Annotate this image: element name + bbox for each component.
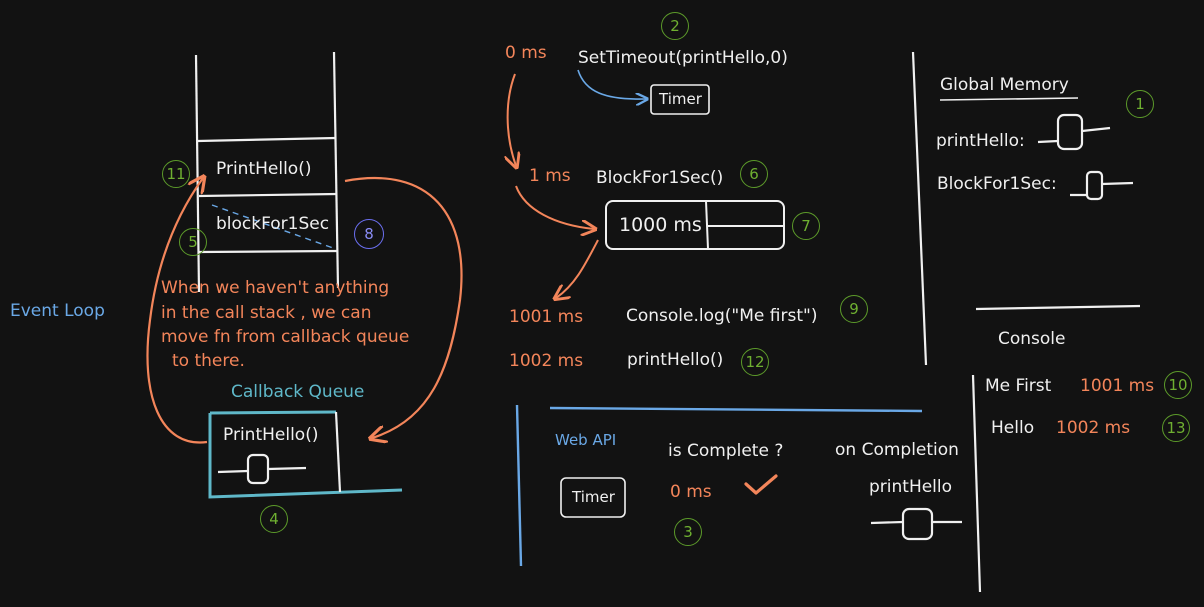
web-api-is-complete-header: is Complete ? [668, 441, 784, 461]
arrow-settimeout-to-timer [577, 69, 646, 99]
block-box-label: 1000 ms [619, 214, 702, 236]
step-badge-4: 4 [260, 505, 288, 533]
web-api-left-line [515, 404, 523, 567]
code-block-for-1sec: BlockFor1Sec() [596, 168, 724, 188]
callback-fn-symbol [870, 507, 962, 541]
code-print-hello: printHello() [627, 350, 724, 370]
arrow-block-to-1001 [556, 239, 599, 298]
arrow-stack-to-queue [344, 176, 463, 438]
event-loop-label: Event Loop [10, 301, 105, 321]
console-line-hello: Hello [991, 418, 1035, 438]
event-loop-note-line-1: When we haven't anything [161, 278, 390, 298]
arrow-0ms-to-1ms [508, 73, 516, 166]
console-top-line [975, 304, 1141, 311]
web-api-on-completion-header: on Completion [835, 440, 959, 460]
code-set-timeout: SetTimeout(printHello,0) [578, 48, 788, 68]
step-badge-10: 10 [1164, 371, 1192, 399]
global-memory-title: Global Memory [940, 75, 1069, 95]
step-badge-3: 3 [674, 518, 702, 546]
callback-queue-box [208, 410, 403, 499]
step-badge-7: 7 [792, 212, 820, 240]
event-loop-note-line-2: in the call stack , we can [161, 303, 372, 323]
console-divider [971, 374, 982, 593]
console-line-me-first: Me First [985, 376, 1052, 396]
code-console-log: Console.log("Me first") [626, 306, 818, 326]
web-api-title: Web API [555, 431, 617, 449]
web-api-timer-box [560, 477, 626, 518]
step-badge-2: 2 [661, 12, 689, 40]
step-badge-5: 5 [179, 228, 207, 256]
memory-entry-print-hello: printHello: [936, 131, 1025, 151]
timer-box [650, 84, 710, 115]
block-fn-symbol [1070, 170, 1134, 201]
step-badge-6: 6 [740, 160, 768, 188]
callback-queue-item: PrintHello() [223, 425, 319, 445]
event-loop-note-line-4: to there. [172, 351, 245, 371]
memory-entry-block-for-1sec: BlockFor1Sec: [937, 174, 1057, 194]
console-line-hello-time: 1002 ms [1056, 418, 1131, 438]
web-api-callback-name: printHello [869, 477, 953, 497]
step-badge-11: 11 [162, 160, 190, 188]
web-api-timer-label: Timer [572, 488, 615, 506]
stack-item-block-for-1sec: blockFor1Sec [216, 214, 330, 234]
timer-box-label: Timer [659, 90, 702, 108]
time-0ms: 0 ms [505, 43, 547, 63]
step-badge-8: 8 [354, 219, 384, 249]
checkmark-icon [744, 474, 778, 495]
queue-fn-symbol [217, 453, 307, 485]
web-api-top-line [549, 406, 923, 413]
print-hello-fn-symbol [1037, 113, 1111, 151]
memory-title-underline [939, 97, 1079, 101]
step-badge-9: 9 [840, 295, 868, 323]
step-badge-13: 13 [1162, 414, 1190, 442]
event-loop-note-line-3: move fn from callback queue [161, 327, 410, 347]
time-1ms: 1 ms [529, 166, 571, 186]
memory-divider [911, 51, 928, 366]
block-box [605, 200, 785, 250]
arrow-queue-to-stack [146, 178, 208, 444]
console-title: Console [998, 329, 1066, 349]
step-badge-1: 1 [1126, 90, 1154, 118]
web-api-elapsed: 0 ms [670, 482, 712, 502]
time-1001ms: 1001 ms [509, 307, 584, 327]
time-1002ms: 1002 ms [509, 351, 584, 371]
arrow-1ms-to-block [515, 185, 594, 229]
step-badge-12: 12 [741, 348, 769, 376]
stack-item-print-hello: PrintHello() [216, 159, 312, 179]
callback-queue-title: Callback Queue [231, 382, 365, 402]
console-line-me-first-time: 1001 ms [1080, 376, 1155, 396]
